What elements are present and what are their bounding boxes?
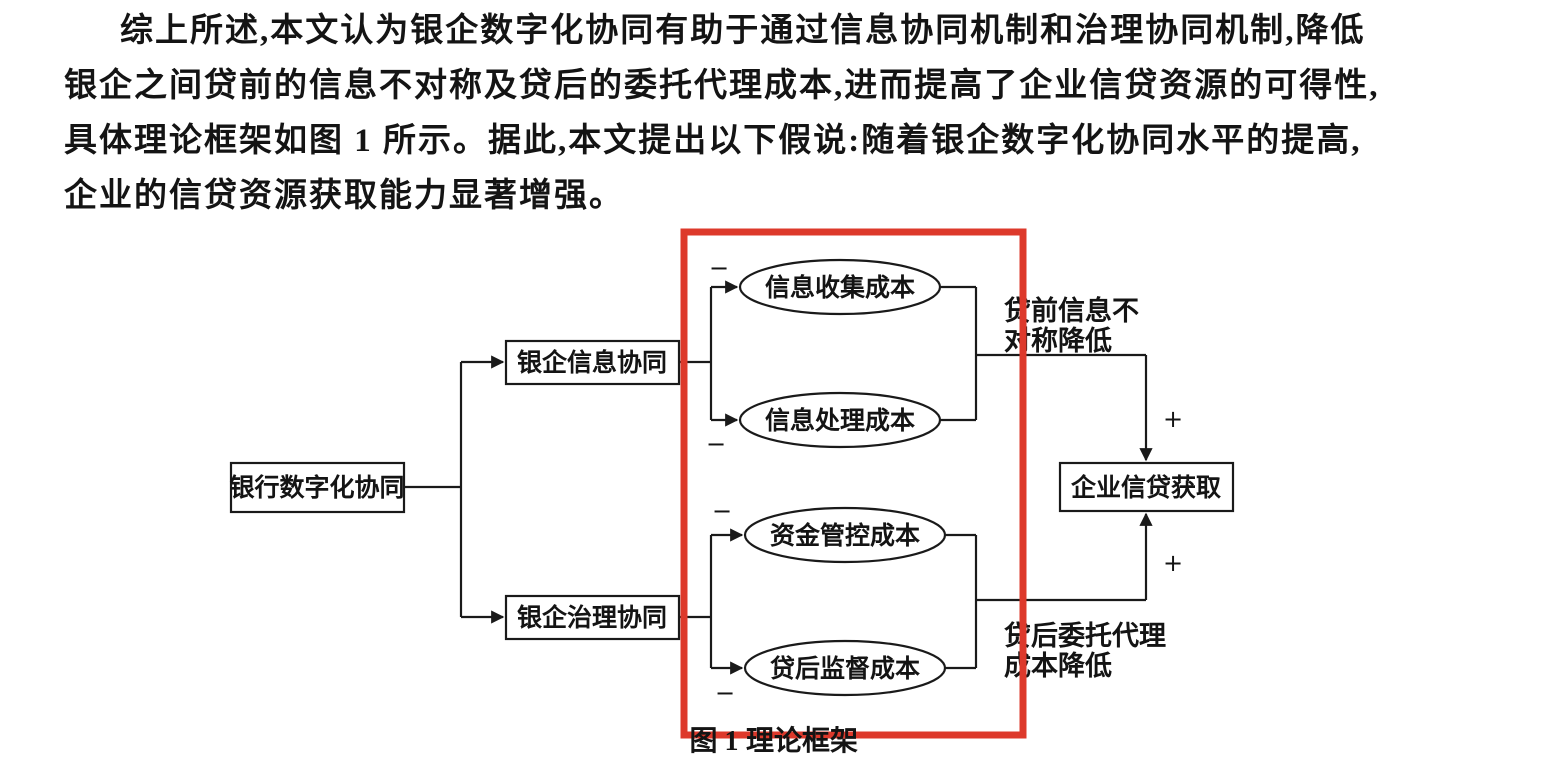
box-governance-synergy-label: 银企治理协同	[517, 603, 667, 632]
plus-sign-top: +	[1163, 405, 1183, 433]
paragraph-line-3: 具体理论框架如图 1 所示。据此,本文提出以下假说:随着银企数字化协同水平的提高…	[64, 123, 1362, 159]
ellipse-info-processing-cost	[738, 391, 942, 449]
ellipse-fund-control-cost-label: 资金管控成本	[770, 521, 920, 550]
figure-caption-title: 理论框架	[746, 725, 858, 757]
minus-sign-fund-control: −	[712, 497, 732, 525]
plus-sign-bottom: +	[1163, 549, 1183, 577]
paragraph-line-4: 企业的信贷资源获取能力显著增强。	[64, 178, 624, 214]
connector-bank-split	[404, 362, 463, 617]
box-governance-synergy	[504, 594, 681, 641]
minus-sign-info-collection: −	[709, 254, 729, 282]
minus-sign-info-processing: −	[706, 430, 726, 458]
post-loan-agency-label-line1: 贷后委托代理	[1004, 621, 1166, 651]
red-highlight-box	[680, 228, 1027, 739]
ellipse-info-processing-cost-label: 信息处理成本	[765, 406, 915, 435]
figure-caption-label: 图 1	[689, 726, 738, 757]
box-credit-access	[1058, 461, 1235, 513]
ellipse-info-collection-cost	[738, 258, 942, 316]
connector-pre-loan-merge	[940, 285, 1146, 422]
ellipse-post-loan-supervision-cost	[743, 639, 947, 697]
minus-sign-post-loan-supervision: −	[715, 679, 735, 707]
paragraph-line-2: 银企之间贷前的信息不对称及贷后的委托代理成本,进而提高了企业信贷资源的可得性,	[64, 68, 1380, 104]
box-bank-digital-synergy	[229, 461, 406, 514]
body-paragraph: 综上所述,本文认为银企数字化协同有助于通过信息协同机制和治理协同机制,降低 银企…	[64, 4, 1494, 224]
box-info-synergy	[504, 339, 681, 386]
ellipse-fund-control-cost	[743, 506, 947, 564]
box-bank-digital-synergy-label: 银行数字化协同	[229, 473, 404, 502]
connector-post-loan-merge	[945, 533, 1146, 670]
ellipse-info-collection-cost-label: 信息收集成本	[765, 273, 915, 302]
paragraph-line-1: 综上所述,本文认为银企数字化协同有助于通过信息协同机制和治理协同机制,降低	[120, 13, 1366, 49]
box-credit-access-label: 企业信贷获取	[1071, 473, 1221, 502]
ellipse-post-loan-supervision-cost-label: 贷后监督成本	[770, 654, 920, 683]
box-info-synergy-label: 银企信息协同	[517, 348, 667, 377]
